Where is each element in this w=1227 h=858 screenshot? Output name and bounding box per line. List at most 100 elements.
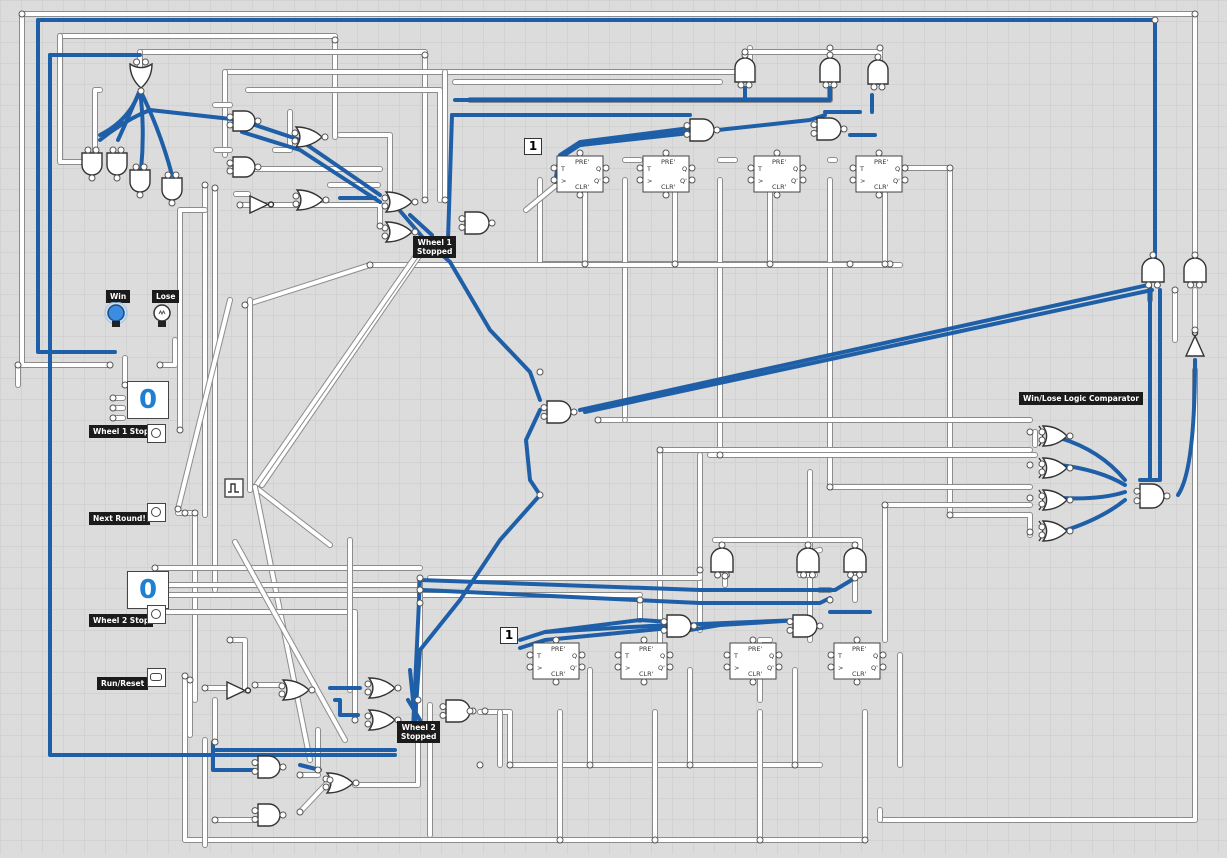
next-round-button[interactable] (147, 503, 166, 522)
and-gate-top-chain-2 (816, 117, 842, 141)
junction-dot (109, 146, 117, 154)
active-wire (1058, 498, 1127, 534)
junction-dot (251, 807, 259, 815)
junction-dot (296, 771, 304, 779)
flip-flop-body (855, 155, 903, 193)
wire (758, 638, 772, 702)
junction-dot (578, 663, 586, 671)
active-wire (524, 408, 542, 497)
lose-label: Lose (152, 290, 180, 303)
or-gate-w2-a (281, 679, 311, 701)
junction-dot (211, 816, 219, 824)
wheel1-stop-button[interactable] (147, 424, 166, 443)
q-output-label: Q (769, 652, 774, 660)
junction-dot (88, 174, 96, 182)
junction-dot (1038, 500, 1046, 508)
clr-label: CLR' (661, 183, 676, 191)
q-not-output-label: Q' (658, 664, 665, 672)
junction-dot (416, 599, 424, 607)
junction-dot (117, 146, 125, 154)
wheel2-stop-button[interactable] (147, 605, 166, 624)
clock-input-label: > (838, 664, 843, 672)
junction-dot (581, 260, 589, 268)
q-not-output-label: Q' (791, 177, 798, 185)
clock-input-label: > (734, 664, 739, 672)
junction-dot (254, 117, 262, 125)
or-gate-w2-c (367, 709, 397, 731)
junction-dot (411, 228, 419, 236)
wheel1-stopped-label: Wheel 1 Stopped (413, 236, 457, 258)
junction-dot (786, 618, 794, 626)
junction-dot (226, 113, 234, 121)
junction-dot (826, 596, 834, 604)
junction-dot (1026, 494, 1034, 502)
junction-dot (636, 164, 644, 172)
junction-dot (723, 663, 731, 671)
junction-dot (602, 176, 610, 184)
q-not-output-label: Q' (680, 177, 687, 185)
comparator-title: Win/Lose Logic Comparator (1019, 392, 1144, 405)
clock-input-label: > (561, 177, 566, 185)
clock-input-label: > (758, 177, 763, 185)
junction-dot (946, 164, 954, 172)
active-wire (411, 576, 857, 732)
junction-dot (176, 426, 184, 434)
and-gate-win-3 (129, 169, 151, 193)
junction-dot (550, 164, 558, 172)
wheel2-stopped-label: Wheel 2 Stopped (397, 721, 441, 743)
wire (158, 610, 357, 722)
junction-dot (723, 651, 731, 659)
run-reset-toggle[interactable] (147, 668, 166, 687)
t-flip-flop-w2-2: PRE'T>QQ'CLR' (729, 642, 777, 680)
junction-dot (279, 811, 287, 819)
wire-outline (19, 11, 113, 368)
wire (524, 180, 562, 212)
not-gate-w2 (226, 680, 247, 701)
junction-dot (666, 663, 674, 671)
pre-label: PRE' (551, 645, 566, 653)
and-gate-bot-chain-2 (792, 614, 818, 638)
junction-dot (1038, 468, 1046, 476)
junction-dot (586, 761, 594, 769)
junction-dot (830, 81, 838, 89)
junction-dot (109, 414, 117, 422)
junction-dot (174, 505, 182, 513)
wire (478, 710, 822, 767)
wire-outline (175, 510, 198, 703)
junction-dot (292, 192, 300, 200)
xnor-gate-1 (1041, 425, 1068, 447)
or-gate-w1-b (295, 189, 325, 211)
wire (253, 248, 422, 489)
junction-dot (810, 129, 818, 137)
or-gate-w1-c (384, 191, 414, 213)
junction-dot (876, 44, 884, 52)
junction-dot (881, 501, 889, 509)
junction-dot (1171, 286, 1179, 294)
junction-dot (251, 815, 259, 823)
inversion-bubble (267, 201, 275, 208)
junction-dot (291, 137, 299, 145)
active-wire (1058, 436, 1127, 482)
junction-dot (540, 404, 548, 412)
q-output-label: Q (873, 652, 878, 660)
constant-one-top[interactable]: 1 (524, 138, 542, 155)
junction-dot (662, 149, 670, 157)
junction-dot (381, 194, 389, 202)
and-gate-w2-clock (445, 699, 471, 723)
junction-dot (416, 586, 424, 594)
clock-icon[interactable] (224, 478, 244, 498)
constant-one-bottom[interactable]: 1 (500, 627, 518, 644)
junction-dot (251, 759, 259, 767)
junction-dot (851, 574, 859, 582)
run-reset-label: Run/Reset (97, 677, 149, 690)
junction-dot (576, 149, 584, 157)
push-button-icon (151, 609, 161, 619)
pre-label: PRE' (661, 158, 676, 166)
junction-dot (690, 622, 698, 630)
junction-dot (552, 678, 560, 686)
junction-dot (1066, 432, 1074, 440)
junction-dot (439, 703, 447, 711)
junction-dot (1026, 428, 1034, 436)
junction-dot (714, 571, 722, 579)
